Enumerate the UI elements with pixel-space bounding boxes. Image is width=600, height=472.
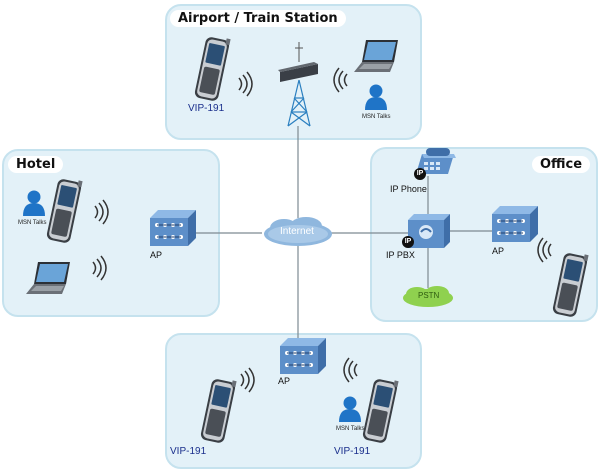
person-icon [339,396,361,422]
laptop-icon [354,40,398,72]
person-icon [23,190,45,216]
ip-pbx-icon [408,214,450,248]
ap-label: AP [492,246,505,256]
ip-phone-label: IP Phone [390,184,427,194]
wireless-waves-icon [92,255,107,281]
pstn-label: PSTN [418,291,440,300]
mobile-phone-icon [362,379,399,443]
ip-pbx-label: IP PBX [386,250,415,260]
access-point-icon [492,206,538,242]
laptop-icon [26,262,70,294]
ap-label: AP [278,376,291,386]
internet-cloud-icon [264,217,332,246]
vip-191-label: VIP-191 [188,103,225,114]
wireless-waves-icon [537,237,552,263]
wireless-waves-icon [238,71,253,97]
airport-title: Airport / Train Station [170,10,346,27]
person-icon [365,84,387,110]
office-title: Office [532,156,591,173]
access-point-icon [280,338,326,374]
internet-label: Internet [280,226,314,237]
ap-label: AP [150,250,163,260]
mobile-phone-icon [194,37,231,101]
ip-phone-icon [416,148,456,174]
ip-badge-text: IP [416,170,424,177]
cell-tower-icon [278,42,318,127]
wireless-waves-icon [94,199,109,225]
ip-badge: IP [402,236,414,248]
ip-badge: IP [414,168,426,180]
mobile-phone-icon [200,379,237,443]
msn-talks-label: MSN Talks [18,220,47,226]
ip-badge-text: IP [404,238,412,245]
hotel-title: Hotel [8,156,64,173]
wireless-waves-icon [333,67,348,93]
vip-191-label: VIP-191 [170,446,207,457]
wireless-waves-icon [343,357,358,383]
mobile-phone-icon [46,179,83,243]
mobile-phone-icon [552,253,589,317]
vip-191-label: VIP-191 [334,446,371,457]
msn-talks-label: MSN Talks [362,114,391,120]
wireless-waves-icon [240,367,255,393]
access-point-icon [150,210,196,246]
msn-talks-label: MSN Talks [336,426,365,432]
pstn-cloud-icon [403,286,453,307]
